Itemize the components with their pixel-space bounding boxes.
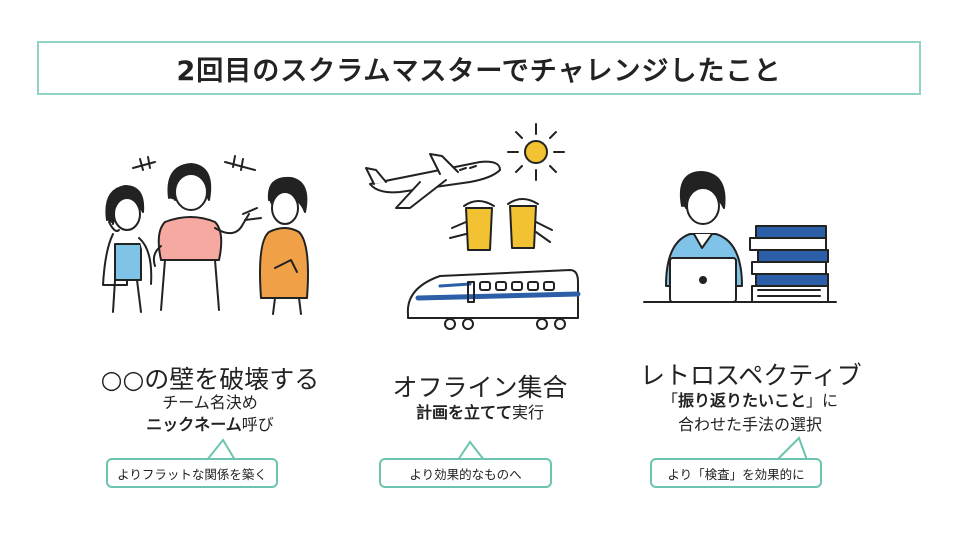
three-people-chatting-icon [102,155,309,315]
column2-callout: より効果的なものへ [379,458,552,488]
column3-callout: より「検査」を効果的に [650,458,822,488]
callout-tail-3 [776,436,808,461]
page-title: 2回目のスクラムマスターでチャレンジしたこと [176,55,782,87]
column2-line1: 計画を立てて実行 [380,402,580,424]
column3-line2: 合わせた手法の選択 [677,415,822,434]
callout-tail-2 [457,440,485,461]
column3-line1: 「振り返りたいこと」に [640,390,860,412]
column1-callout: よりフラットな関係を築く [106,458,278,488]
column2-line1-bold: 計画を立てて [415,403,512,422]
column3-line1-post: 」に [806,391,839,410]
column2-heading: オフライン集合 [392,373,568,402]
person-at-laptop-with-books-icon [643,171,837,303]
column1-heading: ○○の壁を破壊する [100,365,320,394]
title-box: 2回目のスクラムマスターでチャレンジしたこと [37,41,921,95]
column3-line1-pre: 「 [661,391,678,410]
column1-line2-rest: 呼び [241,415,274,434]
column2-line1-rest: 実行 [512,403,545,422]
column1-line2-bold: ニックネーム [146,415,242,434]
callout-tail-1 [206,438,236,461]
column3-heading: レトロスペクティブ [640,361,862,390]
travel-airplane-beer-train-icon [365,123,581,330]
column1-line2: ニックネーム呼び [110,414,310,436]
column3-line1-bold: 振り返りたいこと [677,391,806,410]
column1-line1: チーム名決め [162,393,258,412]
